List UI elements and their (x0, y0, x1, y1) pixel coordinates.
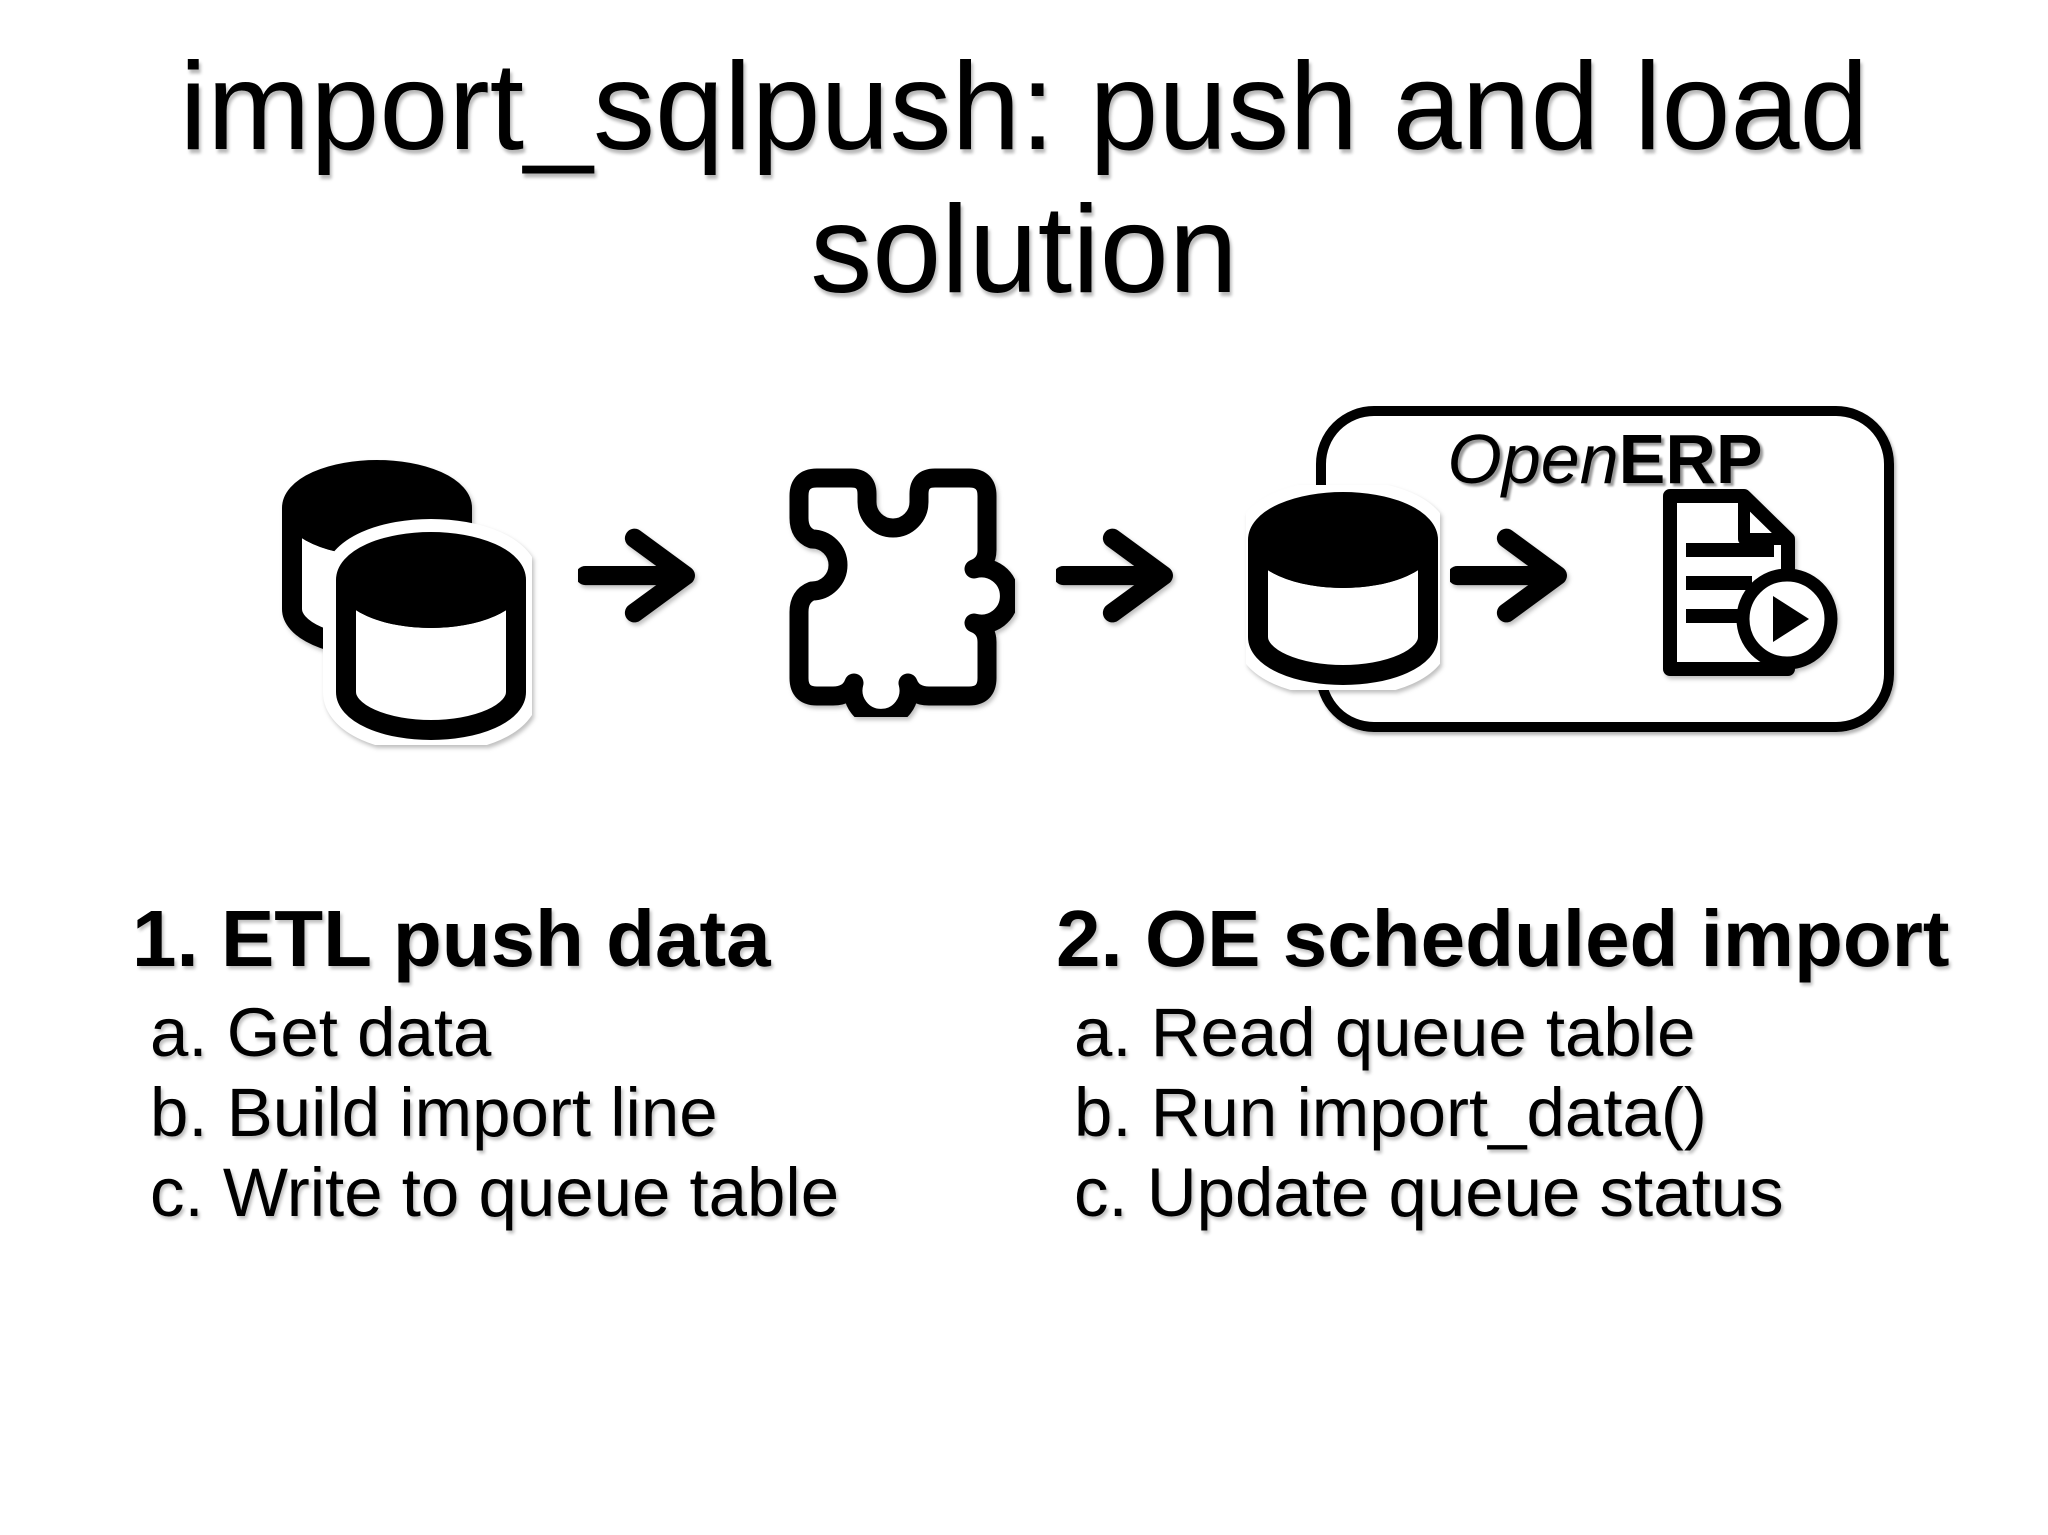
step-list-header: 2. OE scheduled import (1056, 894, 1950, 983)
databases-icon (280, 455, 532, 745)
arrow-right-icon (1056, 520, 1188, 632)
puzzle-icon (775, 462, 1015, 717)
arrow-right-icon (578, 520, 710, 632)
database-icon (1246, 485, 1440, 690)
step-list-header: 1. ETL push data (132, 894, 771, 983)
step-list-oe-import: 2. OE scheduled import a. Read queue tab… (1056, 895, 1950, 1233)
openerp-label-erp: ERP (1618, 420, 1763, 498)
page-title-line-1: import_sqlpush: push and load (179, 38, 1869, 176)
list-item: b. Build import line (150, 1074, 718, 1151)
arrow-right-icon (1450, 520, 1582, 632)
list-item: c. Update queue status (1074, 1154, 1784, 1231)
document-run-icon (1656, 486, 1846, 682)
list-item: c. Write to queue table (150, 1154, 840, 1231)
list-item: a. Read queue table (1074, 994, 1696, 1071)
page-title: import_sqlpush: push and load solution (0, 36, 2048, 321)
openerp-label: OpenERP (1326, 424, 1884, 494)
step-list-etl-push: 1. ETL push data a. Get data b. Build im… (132, 895, 839, 1233)
page-title-line-2: solution (810, 180, 1238, 319)
list-item: b. Run import_data() (1074, 1074, 1707, 1151)
list-item: a. Get data (150, 994, 492, 1071)
openerp-label-open: Open (1447, 420, 1619, 498)
